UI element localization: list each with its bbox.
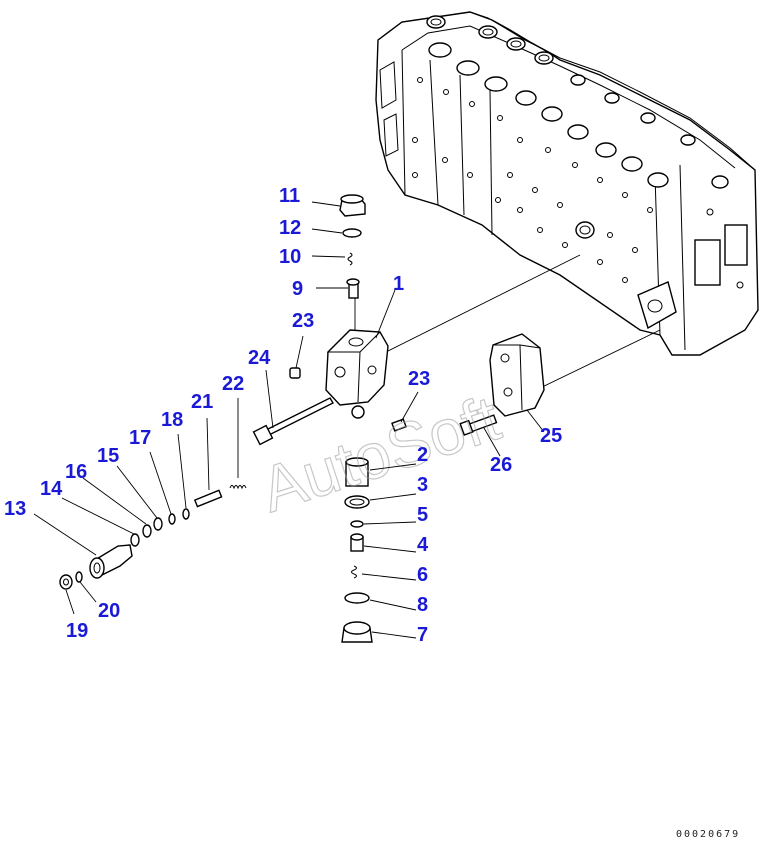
- callout-14: 14: [40, 478, 63, 500]
- callout-21: 21: [191, 391, 213, 413]
- callout-5: 5: [417, 504, 428, 526]
- control-valve-assembly: [375, 11, 759, 356]
- callout-7: 7: [417, 624, 428, 646]
- callout-6: 6: [417, 564, 428, 586]
- callout-23-right: 23: [408, 368, 430, 390]
- ring-part-3: [344, 495, 370, 509]
- washer-part-20: [75, 571, 83, 583]
- plug-part-13: [89, 544, 133, 579]
- callout-24: 24: [248, 347, 271, 369]
- o-ring-part-18: [182, 508, 190, 520]
- plug-part-11: [339, 194, 366, 217]
- spool-part-9: [346, 278, 360, 299]
- callout-9: 9: [292, 278, 303, 300]
- callout-12: 12: [279, 217, 301, 239]
- washer-part-5: [350, 520, 364, 528]
- callout-17: 17: [129, 427, 151, 449]
- document-number: 00020679: [676, 829, 740, 840]
- callout-16: 16: [65, 461, 87, 483]
- spring-part-6: [351, 565, 357, 579]
- ring-part-15: [153, 517, 163, 531]
- callout-8: 8: [417, 594, 428, 616]
- bolt-part-26: [459, 414, 498, 436]
- callout-26: 26: [490, 454, 512, 476]
- callout-labels: 11 12 10 9 1 23 24 23 22 21 18 17 16 15 …: [4, 185, 562, 646]
- callout-20: 20: [98, 600, 120, 622]
- callout-18: 18: [161, 409, 183, 431]
- assembly-line-1: [369, 254, 581, 361]
- ring-part-14: [130, 533, 140, 547]
- callout-19: 19: [66, 620, 88, 642]
- cover-part-25: [489, 333, 545, 417]
- callout-25: 25: [540, 425, 562, 447]
- assembly-line-2: [535, 329, 661, 391]
- spring-part-22: [229, 485, 247, 490]
- callout-1: 1: [393, 273, 404, 295]
- callout-23-left: 23: [292, 310, 314, 332]
- valve-body-part: [325, 329, 389, 419]
- callout-2: 2: [417, 444, 428, 466]
- callout-22: 22: [222, 373, 244, 395]
- callout-3: 3: [417, 474, 428, 496]
- bolt-part-24: [252, 397, 334, 446]
- nut-part-19: [59, 574, 73, 590]
- callout-15: 15: [97, 445, 119, 467]
- poppet-part-4: [350, 533, 364, 552]
- plug-part-23-left: [289, 367, 301, 379]
- callout-11: 11: [279, 185, 300, 207]
- callout-13: 13: [4, 498, 26, 520]
- plug-part-7: [341, 621, 373, 643]
- watermark-text: AutoSoft: [252, 382, 508, 526]
- o-ring-part-17: [168, 513, 176, 525]
- callout-10: 10: [279, 246, 301, 268]
- bolt-part-23-right: [391, 418, 407, 432]
- ring-part-16: [142, 524, 152, 538]
- pin-part-21: [193, 489, 223, 508]
- callout-leaders: [33, 201, 545, 639]
- o-ring-part-12: [342, 228, 362, 238]
- sleeve-part-2: [345, 457, 369, 487]
- callout-4: 4: [417, 534, 429, 556]
- o-ring-part-8: [344, 592, 370, 604]
- spring-part-10: [347, 252, 353, 266]
